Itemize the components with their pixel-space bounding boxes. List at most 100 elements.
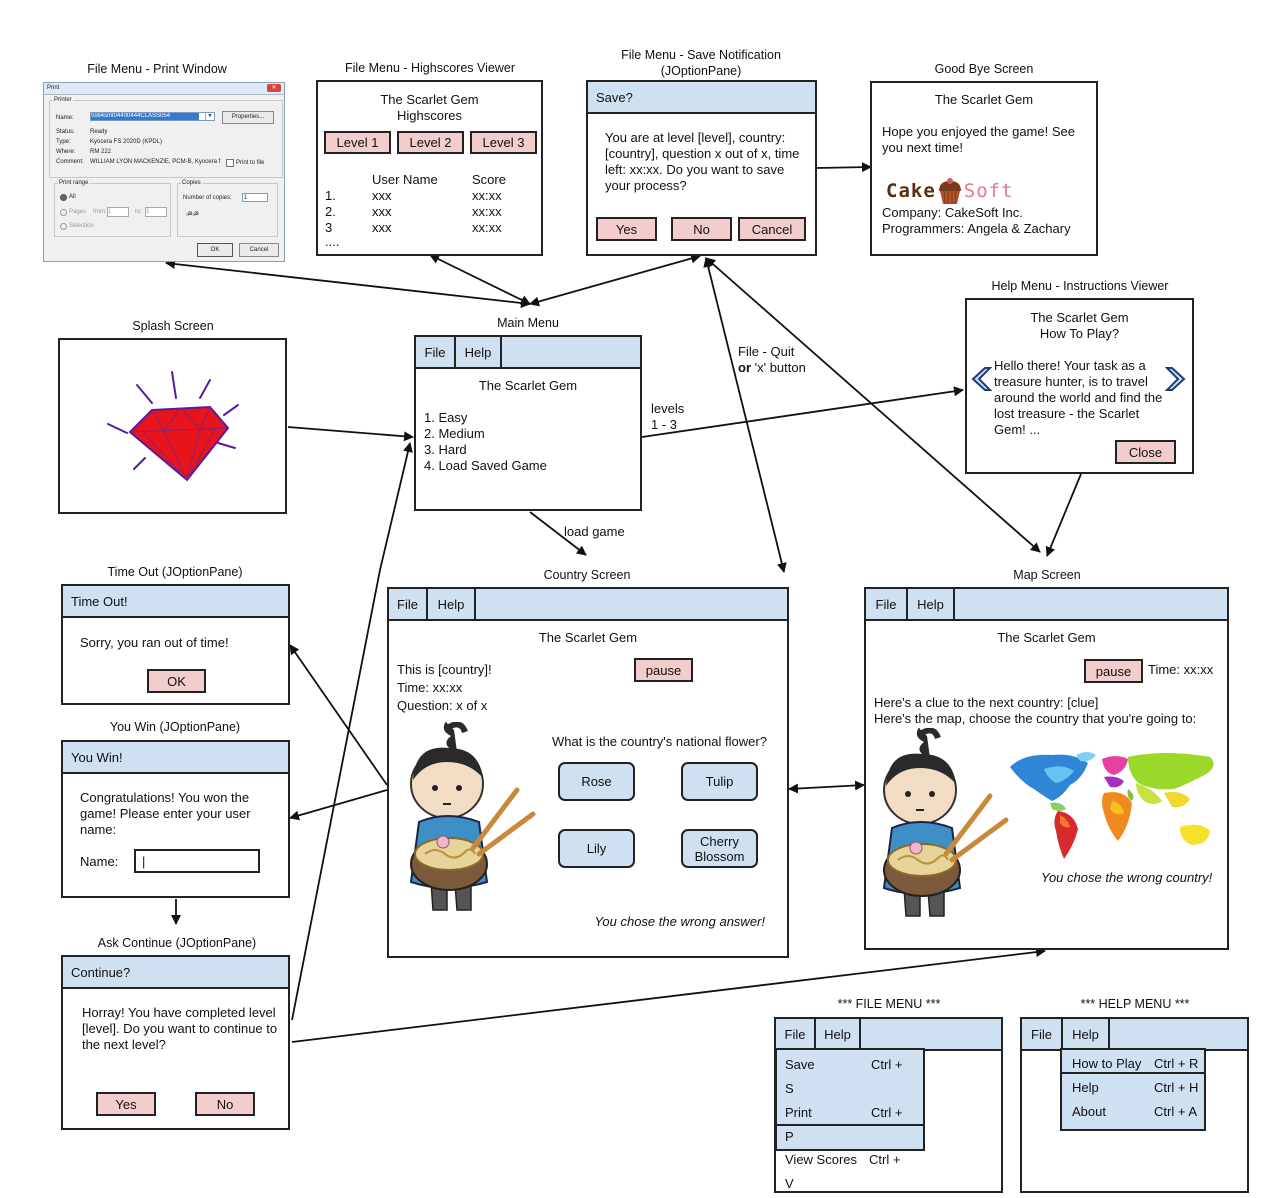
label-quit-line1: File - Quit (738, 344, 795, 359)
next-page-icon[interactable] (1165, 366, 1189, 392)
caption-continue: Ask Continue (JOptionPane) (97, 936, 257, 950)
row-2-score: xx:xx (472, 204, 502, 219)
from-input[interactable]: 1 (107, 207, 129, 217)
continue-yes-button[interactable]: Yes (96, 1092, 156, 1116)
answer-cherry-blossom-button[interactable]: Cherry Blossom (681, 829, 758, 868)
level-3-button[interactable]: Level 3 (470, 131, 537, 154)
country-help-menu[interactable]: Help (428, 589, 476, 619)
answer-lily-button[interactable]: Lily (558, 829, 635, 868)
menu-item-about[interactable]: About (1072, 1104, 1106, 1119)
level-2-button[interactable]: Level 2 (397, 131, 464, 154)
continue-no-button[interactable]: No (195, 1092, 255, 1116)
answer-rose-button[interactable]: Rose (558, 762, 635, 801)
country-file-menu[interactable]: File (389, 589, 428, 619)
caption-highscores: File Menu - Highscores Viewer (345, 61, 515, 75)
highscores-title: The Scarlet Gem (380, 92, 479, 107)
print-to-file-checkbox[interactable] (226, 159, 234, 167)
filedemo-help-menu[interactable]: Help (816, 1019, 861, 1049)
from-label: from: (93, 209, 107, 215)
menu-item-view-scores[interactable]: View Scores (785, 1152, 858, 1167)
radio-selection-label: Selection (69, 223, 94, 229)
main-title: The Scarlet Gem (478, 378, 578, 393)
main-menu-window: File Help The Scarlet Gem 1. Easy 2. Med… (414, 335, 642, 511)
arrow-continue-main (291, 442, 413, 1021)
instructions-close-button[interactable]: Close (1115, 440, 1176, 464)
map-help-menu[interactable]: Help (908, 589, 955, 619)
main-file-menu[interactable]: File (416, 337, 456, 367)
copies-input[interactable]: 1 (242, 193, 268, 202)
option-medium[interactable]: 2. Medium (424, 426, 485, 441)
type-label: Type: (56, 139, 71, 145)
option-load-saved[interactable]: 4. Load Saved Game (424, 458, 547, 473)
menu-item-how-to-play[interactable]: How to Play (1072, 1056, 1142, 1071)
instructions-subtitle: How To Play? (1039, 326, 1120, 341)
radio-selection[interactable] (60, 223, 67, 230)
caption-helpmenu: *** HELP MENU *** (1080, 997, 1190, 1011)
save-dialog: Save? You are at level [level], country:… (586, 80, 817, 256)
menu-item-save[interactable]: Save (785, 1057, 815, 1072)
properties-button[interactable]: Properties... (222, 111, 274, 124)
country-title: The Scarlet Gem (538, 630, 638, 645)
chevron-down-icon[interactable]: ▼ (205, 113, 214, 120)
range-group-label: Print range (58, 180, 90, 186)
country-screen: File Help The Scarlet Gem This is [count… (387, 587, 789, 958)
map-menubar: File Help (866, 589, 1227, 621)
goodbye-programmers: Programmers: Angela & Zachary (882, 221, 1071, 236)
username-input-value: | (142, 854, 146, 869)
instructions-title: The Scarlet Gem (1030, 310, 1129, 325)
radio-pages[interactable] (60, 209, 67, 216)
row-2-rank: 2. (325, 204, 336, 219)
arrow-instructions-map (1045, 473, 1082, 557)
level-1-button[interactable]: Level 1 (324, 131, 391, 154)
filedemo-menubar: File Help (776, 1019, 1001, 1051)
menu-item-print-shortcut: Ctrl + (871, 1105, 903, 1120)
logo-soft-text: Soft (963, 180, 1014, 202)
copies-group-label: Copies (181, 180, 202, 186)
menu-item-print[interactable]: Print (785, 1105, 812, 1120)
row-1-score: xx:xx (472, 188, 502, 203)
timeout-titlebar: Time Out! (63, 586, 288, 618)
world-map[interactable] (1004, 749, 1224, 864)
filedemo-file-menu[interactable]: File (776, 1019, 816, 1049)
radio-all-label: All (69, 194, 76, 200)
printer-name-label: Name: (56, 115, 74, 121)
to-input[interactable]: 1 (145, 207, 167, 217)
username-input[interactable]: | (134, 849, 260, 873)
helpdemo-help-menu[interactable]: Help (1063, 1019, 1110, 1049)
youwin-titlebar: You Win! (63, 742, 288, 774)
save-cancel-button[interactable]: Cancel (738, 217, 806, 241)
youwin-title: You Win! (71, 750, 123, 765)
row-3-rank: 3 (325, 220, 333, 235)
print-close-button[interactable]: ✕ (267, 84, 281, 92)
arrow-splash-main (287, 426, 414, 442)
save-message: You are at level [level], country: [coun… (605, 130, 800, 193)
menu-item-help[interactable]: Help (1072, 1080, 1099, 1095)
continue-dialog: Continue? Horray! You have completed lev… (61, 955, 290, 1130)
country-question: What is the country's national flower? (552, 734, 767, 749)
help-dropdown: How to Play Ctrl + R Help Ctrl + H About… (1060, 1048, 1206, 1131)
copies-label: Number of copies: (183, 195, 232, 201)
map-file-menu[interactable]: File (866, 589, 908, 619)
print-cancel-button[interactable]: Cancel (239, 243, 279, 257)
map-pause-button[interactable]: pause (1084, 659, 1143, 683)
timeout-ok-button[interactable]: OK (147, 669, 206, 693)
save-yes-button[interactable]: Yes (596, 217, 657, 241)
helpdemo-file-menu[interactable]: File (1022, 1019, 1063, 1049)
country-pause-button[interactable]: pause (634, 658, 693, 682)
option-hard[interactable]: 3. Hard (424, 442, 467, 457)
arrow-country-map (788, 780, 865, 794)
arrow-main-country (529, 511, 587, 556)
save-no-button[interactable]: No (671, 217, 732, 241)
collate-icon: ▫²³ ▫²³ (186, 210, 199, 219)
previous-page-icon[interactable] (968, 366, 992, 392)
option-easy[interactable]: 1. Easy (424, 410, 468, 425)
print-ok-button[interactable]: OK (197, 243, 233, 257)
copies-group: Copies Number of copies: 1 ▫²³ ▫²³ (177, 180, 278, 237)
answer-tulip-button[interactable]: Tulip (681, 762, 758, 801)
printer-name-select[interactable]: \\s64smt044\t0444CLASS054 ▼ (90, 112, 215, 121)
caption-country: Country Screen (543, 568, 631, 582)
main-help-menu[interactable]: Help (456, 337, 502, 367)
arrow-save-country (703, 257, 787, 573)
radio-all[interactable] (60, 194, 67, 201)
arrow-main-print (165, 259, 531, 308)
